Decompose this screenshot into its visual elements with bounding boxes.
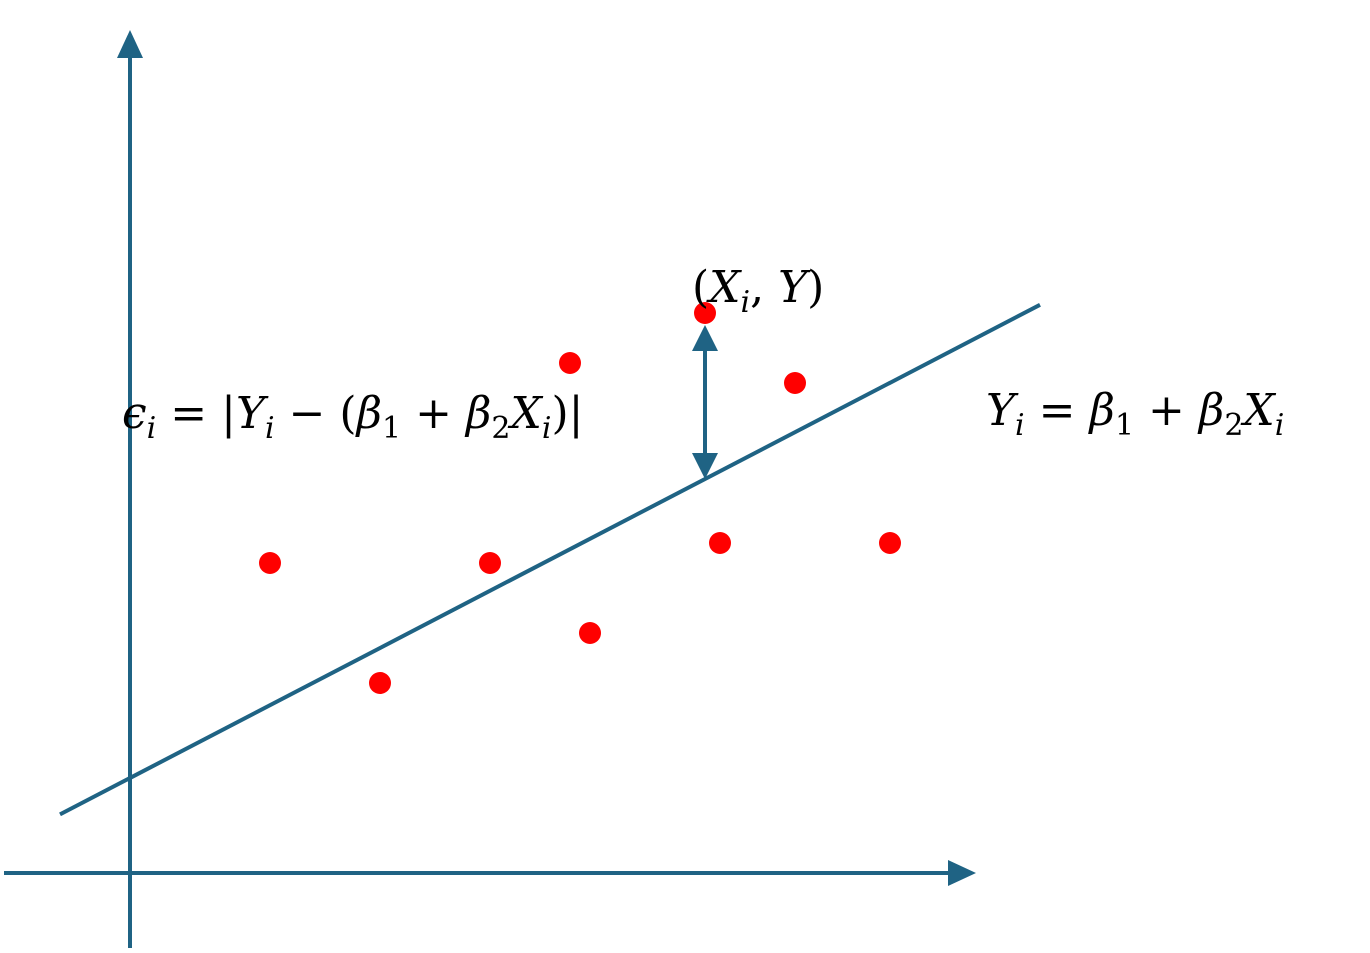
residual-close: )|: [551, 388, 583, 439]
fit-b2: β: [1197, 385, 1224, 436]
data-point: [579, 622, 601, 644]
residual-plus: +: [401, 388, 466, 439]
residual-eps-sub: i: [147, 411, 157, 446]
residual-y: Y: [236, 388, 269, 439]
fit-x-sub: i: [1275, 408, 1285, 443]
fit-lhs: Y: [986, 385, 1019, 436]
axes: [4, 30, 976, 948]
point-label-open: (: [692, 262, 709, 313]
point-label: (Xi, Y): [692, 262, 824, 320]
fit-equation: Yi = β1 + β2Xi: [986, 385, 1284, 443]
point-label-x: X: [706, 262, 742, 313]
data-point: [259, 552, 281, 574]
fit-eq: =: [1025, 385, 1090, 436]
residual-eq: = |: [156, 388, 236, 439]
residual-b1-sub: 1: [382, 411, 401, 446]
residual-b2-sub: 2: [491, 411, 510, 446]
point-label-y: Y: [778, 262, 811, 313]
data-point: [479, 552, 501, 574]
data-point: [559, 352, 581, 374]
residual-equation: ϵi = |Yi − (β1 + β2Xi)|: [122, 388, 583, 446]
highlighted-data-point: [694, 302, 716, 324]
residual-b1: β: [355, 388, 382, 439]
residual-arrow-head-top: [692, 325, 718, 351]
data-points: [259, 302, 901, 694]
residual-eps: ϵ: [122, 388, 147, 439]
residual-arrow-head-bottom: [692, 453, 718, 479]
point-label-x-sub: i: [741, 285, 751, 320]
residual-x: X: [508, 388, 544, 439]
residual-minus: − (: [275, 388, 357, 439]
residual-b2: β: [464, 388, 491, 439]
data-point: [709, 532, 731, 554]
data-point: [879, 532, 901, 554]
point-label-comma: ,: [750, 262, 778, 313]
fit-b1-sub: 1: [1115, 408, 1134, 443]
residual-arrow: [692, 325, 718, 479]
fit-plus: +: [1134, 385, 1199, 436]
fit-b2-sub: 2: [1224, 408, 1243, 443]
regression-line: [59, 303, 1041, 817]
x-axis-arrowhead: [948, 860, 976, 886]
fit-b1: β: [1088, 385, 1115, 436]
residual-x-sub: i: [542, 411, 552, 446]
residual-y-sub: i: [265, 411, 275, 446]
fit-lhs-sub: i: [1015, 408, 1025, 443]
fit-x: X: [1240, 385, 1276, 436]
data-point: [784, 372, 806, 394]
point-label-close: ): [807, 262, 824, 313]
data-point: [369, 672, 391, 694]
y-axis-arrowhead: [117, 30, 143, 58]
